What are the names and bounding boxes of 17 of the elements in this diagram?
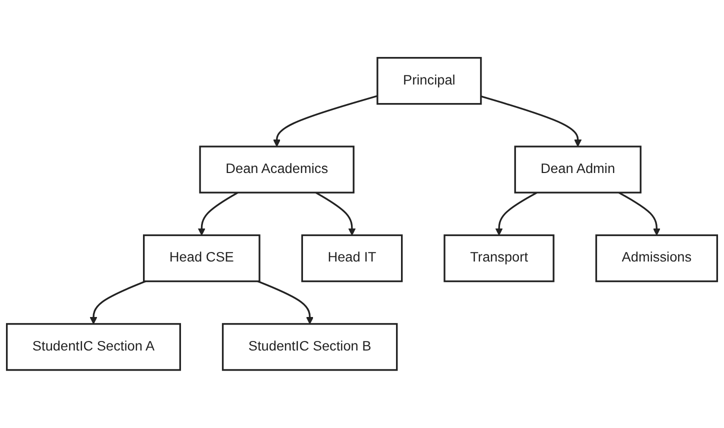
node-box: Transport [444, 234, 554, 282]
node-box: StudentIC Section A [6, 323, 181, 371]
arrow [198, 192, 238, 236]
node-box: Principal [376, 57, 482, 105]
arrow [258, 280, 314, 324]
arrow [480, 96, 582, 147]
arrow [315, 192, 356, 236]
node-box: Head IT [301, 234, 403, 282]
arrow [618, 192, 660, 236]
arrow [90, 280, 146, 324]
node-box: Dean Academics [199, 146, 354, 194]
node-box: Dean Admin [514, 146, 642, 194]
node-box: Admissions [595, 234, 718, 282]
arrow [273, 95, 378, 147]
arrow [495, 192, 538, 236]
node-box: StudentIC Section B [222, 323, 398, 371]
node-box: Head CSE [142, 234, 260, 282]
